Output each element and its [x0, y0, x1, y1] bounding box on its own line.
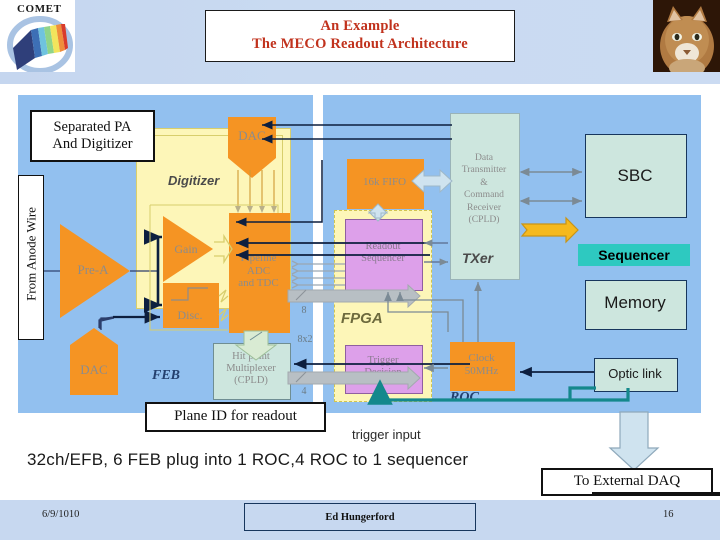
callout-anode-wire: From Anode Wire	[18, 175, 44, 340]
txer-line1: Data	[474, 152, 494, 163]
txer-label: TXer	[462, 250, 494, 266]
memory-label: Memory	[604, 293, 666, 312]
bus-8x2-label: 8x2	[297, 334, 313, 345]
rdseq-line2: Sequencer	[361, 253, 405, 265]
fifo-box	[347, 159, 424, 209]
optic-link-box	[594, 358, 678, 392]
clock-label: Clock 50MHz	[450, 352, 513, 377]
hitmux-line1: Hit point	[232, 351, 270, 362]
bus-8-label: 8	[301, 305, 307, 316]
txer-line5: Receiver	[466, 201, 502, 213]
txer-desc-label: Data Transmitter & Command Receiver (CPL…	[450, 152, 518, 227]
callout-plane-id: Plane ID for readout	[145, 402, 326, 432]
readout-sequencer-label: Readout Sequencer	[345, 241, 421, 265]
digitizer-label: Digitizer	[168, 173, 220, 188]
fifo-label: 16k FIFO	[362, 176, 407, 188]
gain-label: Gain	[174, 242, 198, 256]
sbc-box	[585, 134, 687, 218]
footer-rule	[0, 497, 720, 500]
footer-date: 6/9/1010	[42, 509, 80, 520]
adc-line1: Pipeline	[240, 252, 277, 264]
footer-page-number: 16	[663, 509, 674, 520]
trigdec-line1: Trigger	[367, 355, 399, 366]
slide-title-line2: The MECO Readout Architecture	[252, 36, 468, 52]
external-daq-label: To External DAQ	[573, 473, 681, 490]
dac-bottom-label: DAC	[80, 362, 108, 377]
txer-box	[450, 113, 520, 280]
comet-logo-art	[7, 16, 73, 72]
anode-wire-label: From Anode Wire	[23, 207, 39, 301]
separated-pa-line2: And Digitizer	[52, 136, 133, 152]
footer-black-bar	[592, 492, 720, 496]
txer-line4: Command	[464, 189, 504, 201]
hit-point-multiplexer-label: Hit point Multiplexer (CPLD)	[213, 351, 289, 387]
preamp-label: Pre-A	[77, 262, 109, 277]
pipeline-adc-tdc-label: Pipeline ADC and TDC	[229, 252, 288, 290]
architecture-caption: 32ch/EFB, 6 FEB plug into 1 ROC,4 ROC to…	[27, 450, 469, 469]
hitmux-line3: (CPLD)	[234, 375, 268, 387]
clock-line1: Clock	[468, 352, 495, 364]
comet-logo: COMET	[0, 0, 75, 72]
callout-separated-pa: Separated PA And Digitizer	[30, 110, 155, 162]
fpga-label: FPGA	[341, 310, 383, 327]
trigger-decision-label: Trigger Decision	[345, 355, 421, 379]
optic-link-label: Optic link	[608, 366, 662, 381]
slide-title-line1: An Example	[320, 18, 400, 35]
comet-logo-text: COMET	[17, 3, 62, 15]
bus-4-label: 4	[301, 386, 307, 397]
cougar-photo	[653, 0, 720, 72]
roc-group-label: ROC	[450, 390, 479, 405]
adc-line2: ADC	[246, 264, 271, 277]
disc-label: Disc.	[177, 308, 203, 322]
trigdec-line2: Decision	[364, 367, 402, 379]
hitmux-line2: Multiplexer	[226, 363, 276, 375]
sbc-label: SBC	[617, 166, 653, 185]
separated-pa-line1: Separated PA	[53, 118, 132, 135]
dac-top-label: DAC	[238, 128, 266, 143]
clock-line2: 50MHz	[464, 364, 499, 377]
txer-line3: &	[480, 176, 488, 188]
memory-box	[585, 280, 687, 330]
txer-line2: Transmitter	[461, 164, 507, 176]
rdseq-line1: Readout	[365, 241, 401, 252]
plane-id-label: Plane ID for readout	[174, 408, 297, 425]
slide-title-box: An Example The MECO Readout Architecture	[205, 10, 515, 62]
feb-group-label: FEB	[152, 368, 181, 383]
trigger-input-label: trigger input	[352, 427, 421, 442]
header-separator	[0, 84, 720, 92]
sequencer-highlight-label: Sequencer	[578, 244, 690, 266]
adc-line3: and TDC	[238, 277, 279, 290]
pipeline-adc-tdc-box	[229, 213, 290, 333]
footer-author: Ed Hungerford	[244, 503, 476, 531]
txer-line6: (CPLD)	[468, 214, 500, 226]
